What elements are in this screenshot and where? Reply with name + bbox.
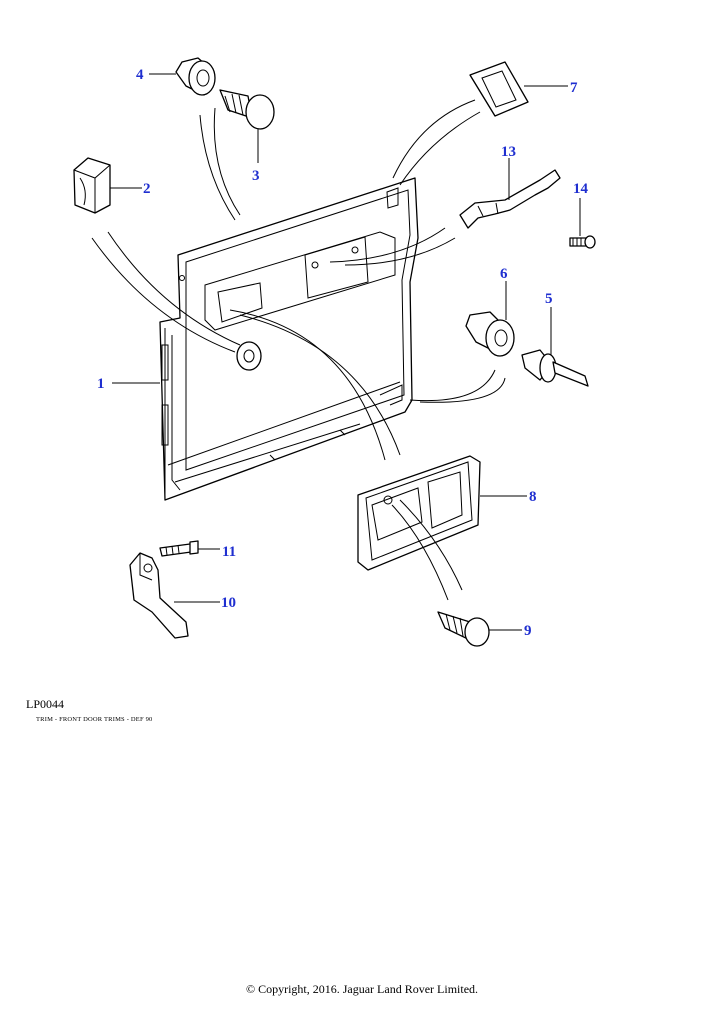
bolt-11	[159, 540, 199, 557]
callout-13[interactable]: 13	[501, 144, 516, 160]
washer-on-panel	[236, 341, 262, 371]
drawing-id: LP0044	[26, 697, 65, 711]
door-trim-panel	[159, 177, 419, 501]
callout-8[interactable]: 8	[529, 489, 537, 505]
assembly-arcs	[91, 99, 506, 601]
copyright-notice: © Copyright, 2016. Jaguar Land Rover Lim…	[245, 982, 479, 996]
callout-1[interactable]: 1	[97, 376, 105, 392]
bush-6	[465, 311, 515, 357]
callout-9[interactable]: 9	[524, 623, 532, 639]
callout-4[interactable]: 4	[136, 67, 144, 83]
callout-11[interactable]: 11	[222, 544, 236, 560]
callout-14[interactable]: 14	[573, 181, 589, 197]
bush-4	[175, 57, 216, 96]
drawing-title: TRIM - FRONT DOOR TRIMS - DEF 90	[36, 716, 153, 723]
callout-6[interactable]: 6	[500, 266, 508, 282]
rivet-5	[521, 349, 589, 387]
handle-surround-8	[357, 455, 481, 571]
callout-5[interactable]: 5	[545, 291, 553, 307]
bracket-13	[459, 169, 561, 229]
callout-2[interactable]: 2	[143, 181, 151, 197]
screw-9	[437, 611, 490, 647]
parts-diagram: 1 2 4 3 7 13 14	[73, 57, 596, 647]
hook-bracket-10	[129, 552, 189, 639]
callout-10[interactable]: 10	[221, 595, 236, 611]
callout-7[interactable]: 7	[570, 80, 578, 96]
retainer-7	[469, 61, 529, 117]
push-clip-3	[219, 89, 275, 130]
callout-3[interactable]: 3	[252, 168, 260, 184]
screw-14	[569, 235, 596, 249]
trim-block	[73, 157, 111, 214]
